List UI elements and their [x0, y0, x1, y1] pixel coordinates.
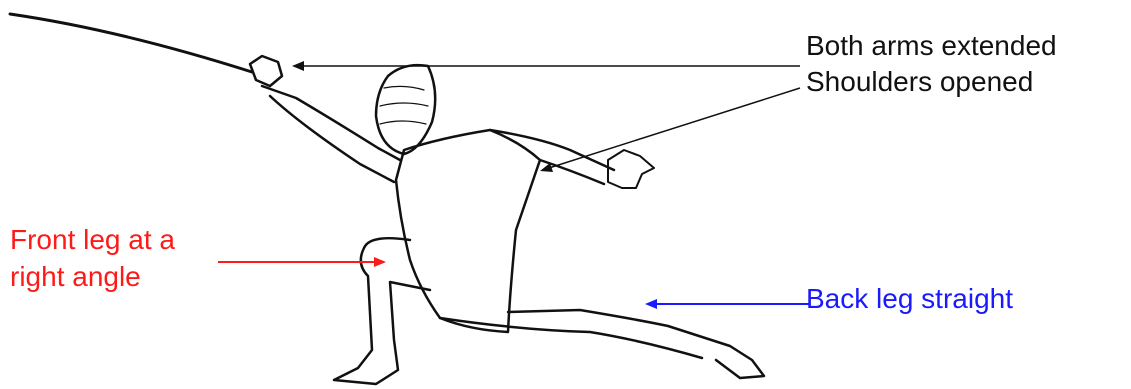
- label-arms-extended: Both arms extended: [806, 30, 1057, 62]
- sword-hand: [250, 56, 282, 86]
- back-leg: [440, 310, 764, 378]
- arms-arrow: [292, 61, 800, 71]
- mask: [376, 65, 435, 154]
- shoulders-arrow: [540, 88, 800, 172]
- foil-blade: [10, 14, 252, 72]
- back-leg-arrow: [645, 299, 810, 309]
- label-shoulders-opened: Shoulders opened: [806, 66, 1033, 98]
- front-leg: [334, 238, 430, 384]
- label-back-leg: Back leg straight: [806, 283, 1013, 315]
- label-front-leg-line1: Front leg at a: [10, 224, 175, 256]
- front-arm: [262, 86, 400, 182]
- label-front-leg-line2: right angle: [10, 261, 141, 293]
- back-hand: [608, 150, 654, 188]
- torso: [396, 130, 540, 332]
